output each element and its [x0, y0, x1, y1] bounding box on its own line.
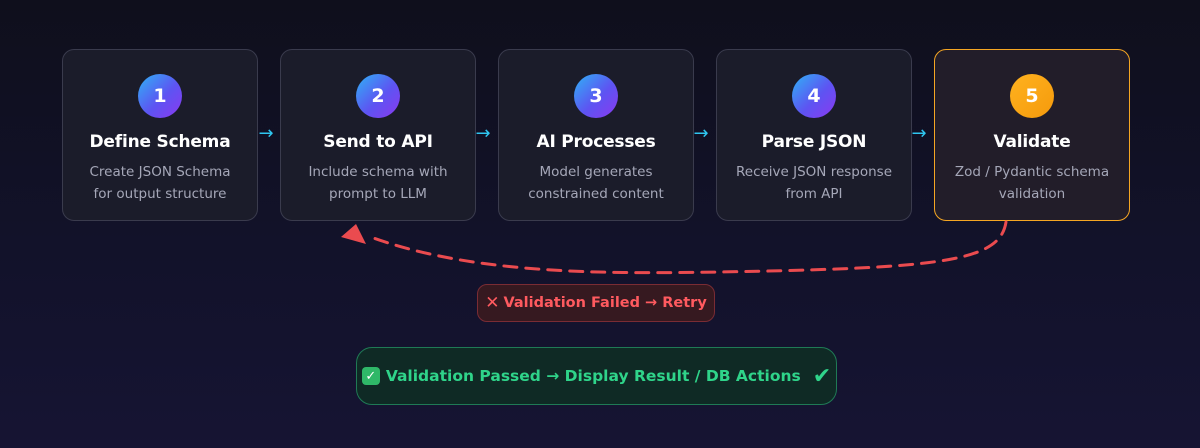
step-description-line: validation [998, 186, 1066, 202]
step-number-badge: 3 [574, 74, 618, 118]
connector-arrow-icon: → [475, 123, 491, 144]
step-number-badge: 4 [792, 74, 836, 118]
check-box-icon: ✓ [361, 367, 380, 385]
step-description-line: Receive JSON response [735, 164, 893, 180]
step-description: Model generates constrained content [508, 161, 684, 205]
step-description-line: Create JSON Schema [89, 164, 231, 180]
fail-x-icon: ✕ [485, 293, 500, 313]
validation-failed-label: Validation Failed → Retry [503, 295, 707, 311]
step-description: Include schema with prompt to LLM [290, 161, 466, 205]
step-number-badge: 1 [138, 74, 182, 118]
step-description-line: for output structure [93, 186, 227, 202]
step-description: Create JSON Schema for output structure [72, 161, 248, 205]
step-number-badge: 5 [1010, 74, 1054, 118]
step-description-line: from API [785, 186, 843, 202]
step-number-badge: 2 [356, 74, 400, 118]
validation-passed-badge: ✓ Validation Passed → Display Result / D… [356, 347, 837, 405]
step-title: Define Schema [89, 132, 231, 152]
connector-arrow-icon: → [258, 123, 274, 144]
validation-passed-label: Validation Passed → Display Result / DB … [385, 367, 801, 385]
step-validate: 5 Validate Zod / Pydantic schema validat… [934, 49, 1130, 221]
step-title: AI Processes [536, 132, 656, 152]
step-send-to-api: 2 Send to API Include schema with prompt… [280, 49, 476, 221]
step-description: Receive JSON response from API [726, 161, 902, 205]
step-description-line: prompt to LLM [329, 186, 427, 202]
checkmark-icon: ✔ [812, 363, 832, 389]
step-title: Validate [993, 132, 1071, 152]
connector-arrow-icon: → [911, 123, 927, 144]
step-description-line: constrained content [528, 186, 664, 202]
validation-failed-badge: ✕ Validation Failed → Retry [477, 284, 715, 322]
step-description-line: Zod / Pydantic schema [954, 164, 1110, 180]
step-description-line: Model generates [539, 164, 653, 180]
step-description: Zod / Pydantic schema validation [944, 161, 1120, 205]
step-define-schema: 1 Define Schema Create JSON Schema for o… [62, 49, 258, 221]
connector-arrow-icon: → [693, 123, 709, 144]
step-title: Send to API [323, 132, 433, 152]
step-description-line: Include schema with [308, 164, 448, 180]
step-title: Parse JSON [761, 132, 867, 152]
step-ai-processes: 3 AI Processes Model generates constrain… [498, 49, 694, 221]
retry-loop-path [366, 220, 1008, 275]
step-parse-json: 4 Parse JSON Receive JSON response from … [716, 49, 912, 221]
retry-arrowhead-icon [341, 224, 366, 244]
